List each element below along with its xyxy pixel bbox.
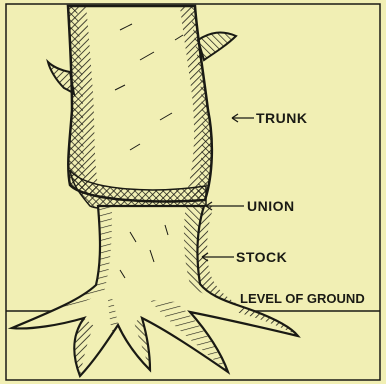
label-trunk: TRUNK [256,110,308,126]
trunk [48,6,236,201]
label-stock: STOCK [236,249,287,265]
label-union: UNION [247,198,295,214]
label-ground: LEVEL OF GROUND [240,291,365,306]
leader-stock [202,253,234,261]
leader-trunk [232,114,254,122]
